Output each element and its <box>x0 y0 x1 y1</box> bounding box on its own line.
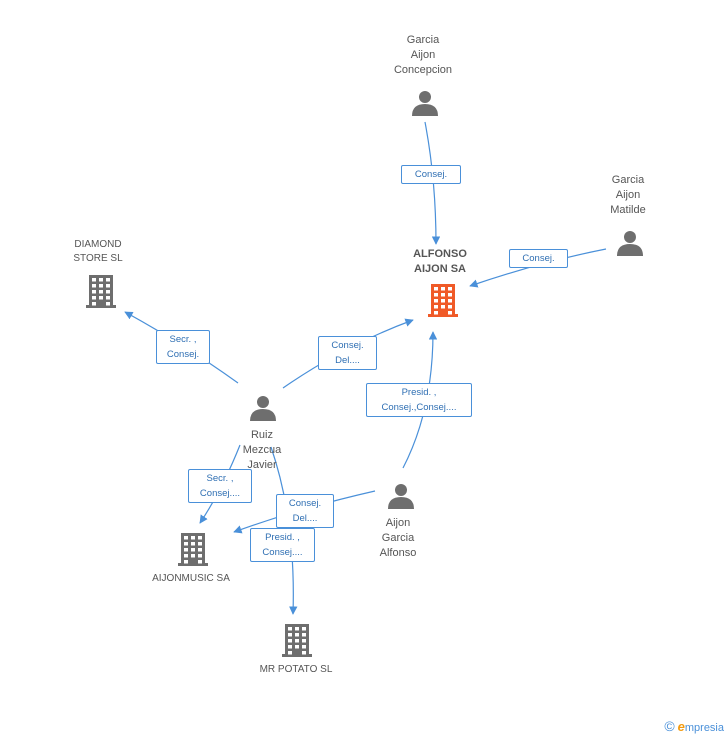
node-label-line: Concepcion <box>393 64 453 76</box>
icons-layer <box>86 91 643 657</box>
person-icon[interactable] <box>617 231 643 256</box>
node-label-line: Aijon <box>615 189 641 201</box>
edge-label-secr-consej-aijonmusic[interactable]: Secr. , Consej.... <box>188 469 252 503</box>
person-icon[interactable] <box>250 396 276 421</box>
node-label-line: MR POTATO SL <box>259 664 333 675</box>
node-label-line: Garcia <box>406 34 440 46</box>
edge-label-line: Presid. , <box>401 387 437 398</box>
edge-label-line: Presid. , <box>265 532 300 543</box>
node-label-line: STORE SL <box>73 253 123 264</box>
node-label-alfonso-aijon-sa[interactable]: ALFONSO AIJON SA <box>395 247 485 277</box>
node-label-diamond-store[interactable]: DIAMOND STORE SL <box>58 238 138 266</box>
edge-label-presid-consej-mrpotato[interactable]: Presid. , Consej.... <box>250 528 315 562</box>
copyright-symbol: © <box>664 718 675 734</box>
node-label-line: Garcia <box>381 532 415 544</box>
edge-label-line: Secr. , <box>206 473 234 484</box>
edge-label-consej-del-aijon-aijonmusic[interactable]: Consej. Del.... <box>276 494 334 528</box>
node-label-mr-potato[interactable]: MR POTATO SL <box>236 663 356 677</box>
footer-brand: ©empresia <box>664 718 724 734</box>
node-label-line: Mezcua <box>242 444 282 456</box>
node-label-line: Aijon <box>410 49 436 61</box>
edge-label-line: Del.... <box>335 355 360 366</box>
edge-label-consej-concepcion[interactable]: Consej. <box>401 165 461 184</box>
edge-label-line: Consej. <box>522 253 555 264</box>
node-label-line: Ruiz <box>250 429 273 441</box>
node-label-line: Matilde <box>610 204 646 216</box>
edge-label-line: Consej. <box>166 349 200 360</box>
edge-label-line: Consej.... <box>262 547 303 558</box>
brand-logo-text: mpresia <box>684 722 724 734</box>
edge-label-line: Del.... <box>292 513 318 524</box>
node-label-line: AIJON SA <box>414 263 466 275</box>
edge-label-line: Consej. <box>288 498 322 509</box>
person-icon[interactable] <box>388 484 414 509</box>
edge-label-line: Secr. , <box>169 334 197 345</box>
edge-label-line: Consej.,Consej.... <box>381 402 457 413</box>
node-label-line: Aijon <box>385 517 411 529</box>
person-icon[interactable] <box>412 91 438 116</box>
node-label-line: AIJONMUSIC SA <box>152 573 230 584</box>
edge-label-line: Consej.... <box>199 488 241 499</box>
building-icon[interactable] <box>178 533 208 566</box>
edge-label-consej-del-ruiz-alfonso[interactable]: Consej. Del.... <box>318 336 377 370</box>
building-icon[interactable] <box>86 275 116 308</box>
node-label-line: DIAMOND <box>74 239 122 250</box>
node-label-aijonmusic[interactable]: AIJONMUSIC SA <box>131 572 251 586</box>
node-label-line: Javier <box>247 459 277 471</box>
edge-label-consej-matilde[interactable]: Consej. <box>509 249 568 268</box>
brand-logo-initial: e <box>677 719 685 734</box>
building-icon[interactable] <box>282 624 312 657</box>
building-icon[interactable] <box>428 284 458 317</box>
edge-label-secr-consej-diamond[interactable]: Secr. , Consej. <box>156 330 210 364</box>
edge-label-line: Consej. <box>331 340 364 351</box>
edge-label-line: Consej. <box>414 169 448 180</box>
node-label-line: ALFONSO <box>413 248 467 260</box>
node-label-line: Garcia <box>611 174 645 186</box>
edge-label-presid-consej-aijon-alfonso[interactable]: Presid. , Consej.,Consej.... <box>366 383 472 417</box>
node-label-line: Alfonso <box>379 547 417 559</box>
